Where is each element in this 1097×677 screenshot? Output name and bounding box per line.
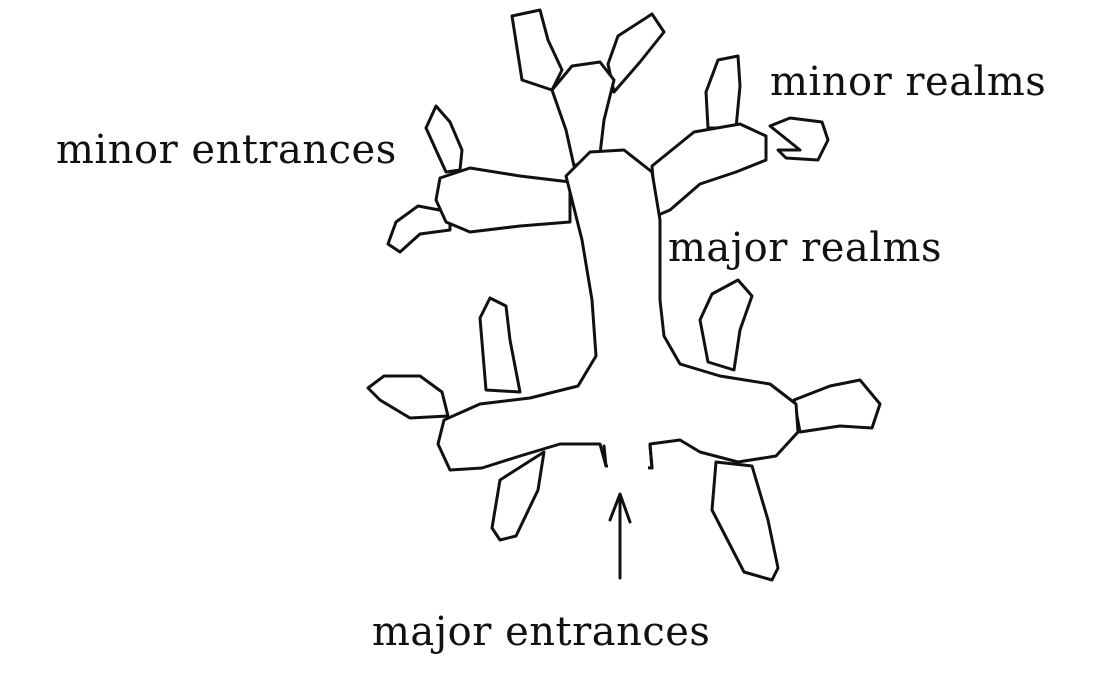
- minor-realm-right-upper-lobe: [706, 56, 740, 128]
- minor-realm-top-left-lobe: [512, 10, 562, 90]
- minor-realm-top-center-lobe: [608, 14, 664, 92]
- minor-realm-mid-left-lobe: [480, 298, 520, 392]
- minor-realm-mid-right-lobe: [700, 280, 752, 370]
- minor-realm-lower-left-lobe: [368, 376, 448, 418]
- minor-realm-bottom-right-lobe: [712, 462, 778, 580]
- minor-realm-left-arm: [436, 168, 570, 232]
- minor-realm-bottom-left-lobe: [492, 452, 544, 540]
- major-entrance-arrow: [610, 494, 630, 578]
- minor-realm-right-arm: [652, 124, 766, 216]
- minor-realm-lower-right-lobe: [794, 380, 880, 432]
- minor-realm-left-upper-lobe: [426, 106, 462, 172]
- major-realms-label: major realms: [668, 228, 942, 268]
- major-entrances-label: major entrances: [372, 612, 710, 652]
- minor-realms-label: minor realms: [770, 62, 1046, 102]
- minor-realm-far-right-lobe: [770, 118, 828, 160]
- entrance-gap: [608, 448, 648, 474]
- minor-entrances-label: minor entrances: [56, 130, 397, 170]
